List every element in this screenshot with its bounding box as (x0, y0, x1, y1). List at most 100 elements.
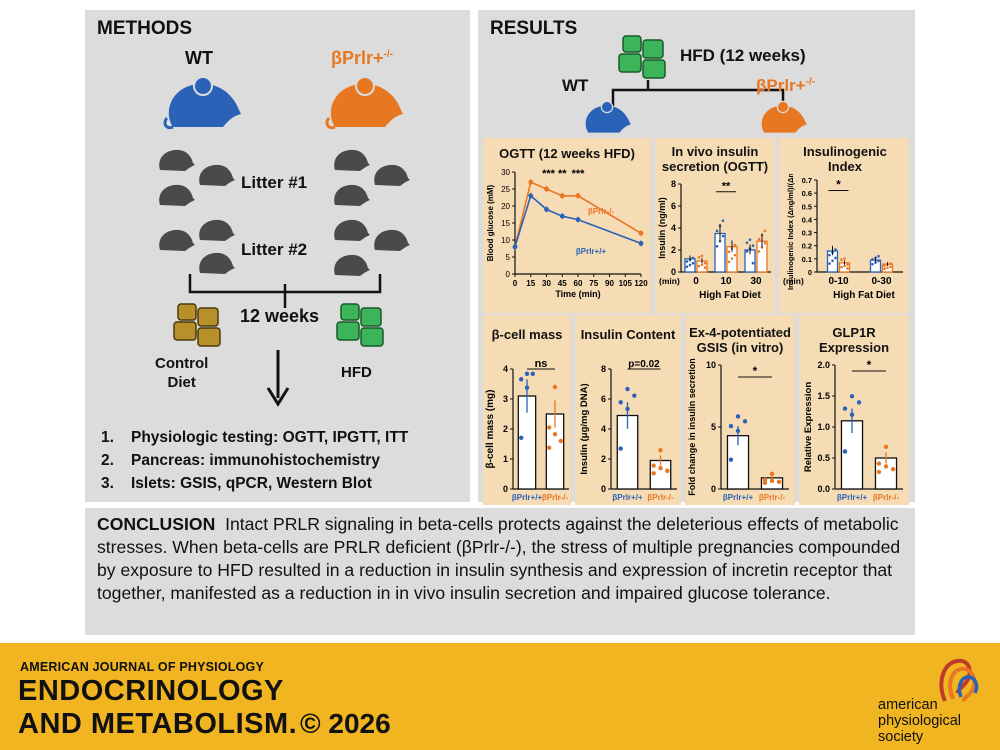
x-tick-label: 30 (542, 279, 551, 288)
data-point (745, 250, 749, 253)
data-point (751, 244, 755, 247)
data-point (715, 245, 719, 248)
x-tick-label: βPrlr-/- (759, 493, 786, 502)
data-point (840, 258, 843, 262)
data-point (889, 265, 892, 269)
data-point (703, 261, 707, 265)
data-point (632, 393, 637, 398)
ogtt-title: OGTT (12 weeks HFD) (499, 146, 635, 161)
data-point (890, 466, 896, 472)
data-point (751, 261, 755, 265)
gsis-title: Ex-4-potentiated GSIS (in vitro) (689, 325, 791, 355)
data-point (559, 193, 565, 199)
data-point (828, 262, 831, 265)
y-tick-label: 8 (601, 364, 606, 374)
y-tick-label: 0.2 (802, 242, 812, 251)
control-diet-label: Control Diet (155, 355, 209, 391)
data-point (871, 258, 874, 261)
y-tick-label: 30 (501, 168, 510, 177)
data-point (658, 448, 663, 453)
data-point (638, 241, 644, 246)
data-point (528, 193, 534, 199)
results-wt-mouse-icon (585, 100, 631, 133)
y-tick-label: 0 (503, 484, 508, 494)
data-point (769, 471, 775, 477)
data-point (763, 229, 767, 233)
data-point (886, 266, 889, 270)
x-tick-label: βPrlr+/+ (723, 493, 754, 502)
results-ko-text: βPrlr+ (756, 76, 806, 95)
y-tick-label: 20 (501, 202, 510, 211)
y-tick-label: 6 (671, 201, 676, 211)
x-tick-label: 0 (513, 279, 518, 288)
y-tick-label: 1 (503, 454, 508, 464)
significance-label: * (867, 358, 872, 372)
data-point (512, 244, 518, 250)
y-tick-label: 2 (671, 245, 676, 255)
weeks-label: 12 weeks (240, 306, 320, 326)
y-tick-label: 5 (711, 422, 716, 432)
data-point (883, 267, 886, 271)
data-point (721, 234, 725, 238)
data-point (735, 414, 741, 419)
data-point (843, 264, 846, 268)
y-tick-label: 0 (808, 268, 812, 277)
data-point (876, 461, 882, 466)
data-point (846, 267, 849, 270)
data-point (727, 250, 731, 254)
data-point (762, 480, 768, 486)
data-point (842, 449, 848, 454)
glp1r-title: GLP1R Expression (818, 325, 890, 355)
x-tick-label: βPrlr+/+ (512, 493, 543, 502)
x-prefix-label: (min) (659, 276, 680, 286)
x-tick-label: 45 (558, 279, 567, 288)
y-tick-label: 0 (601, 484, 606, 494)
y-tick-label: 10 (501, 236, 510, 245)
society-name: american physiological society (878, 697, 961, 745)
methods-wt-label: WT (185, 48, 213, 68)
data-point (876, 469, 882, 475)
y-tick-label: 10 (706, 360, 716, 370)
data-point (883, 464, 889, 469)
y-axis-label: β-cell mass (mg) (485, 390, 496, 469)
journal-title-line1: ENDOCRINOLOGY (18, 675, 284, 707)
data-point (685, 265, 689, 269)
data-point (618, 446, 623, 451)
control-diet-chow-icon (173, 303, 221, 347)
conclusion-text: Intact PRLR signaling in beta-cells prot… (97, 514, 901, 603)
data-point (842, 406, 848, 411)
data-point (703, 266, 707, 269)
data-point (721, 219, 725, 222)
data-point (651, 463, 656, 468)
results-ko-sup: -/- (805, 76, 816, 88)
x-tick-label: 75 (589, 279, 598, 288)
x-tick-label: 60 (574, 279, 583, 288)
data-point (728, 423, 734, 429)
y-axis-label: Insulinogenic Index (Δng/ml)/(ΔmM) (786, 174, 795, 290)
method-step-text: Pancreas: immunohistochemistry (131, 452, 380, 469)
methods-title: METHODS (97, 18, 192, 39)
x-tick-label: βPrlr+/+ (837, 493, 868, 502)
data-point (665, 468, 670, 473)
data-point (763, 241, 767, 245)
x-tick-label: 0 (693, 276, 699, 287)
results-panel: RESULTS HFD (12 weeks) WT βPrlr+-/- OGTT… (478, 10, 915, 505)
x-tick-label: 30 (750, 276, 762, 287)
data-point (688, 263, 692, 267)
data-point (558, 438, 563, 444)
y-tick-label: 25 (501, 185, 510, 194)
data-point (528, 179, 534, 185)
significance-label: * (836, 178, 841, 192)
litter1-wt-mice-icon (159, 149, 235, 206)
x-tick-label: 10 (720, 276, 732, 287)
conclusion-panel: CONCLUSION Intact PRLR signaling in beta… (85, 508, 915, 635)
bcell-mass-title: β-cell mass (491, 327, 563, 342)
results-title: RESULTS (490, 18, 578, 39)
data-point (552, 384, 558, 390)
method-step: 2.Pancreas: immunohistochemistry (101, 450, 408, 471)
